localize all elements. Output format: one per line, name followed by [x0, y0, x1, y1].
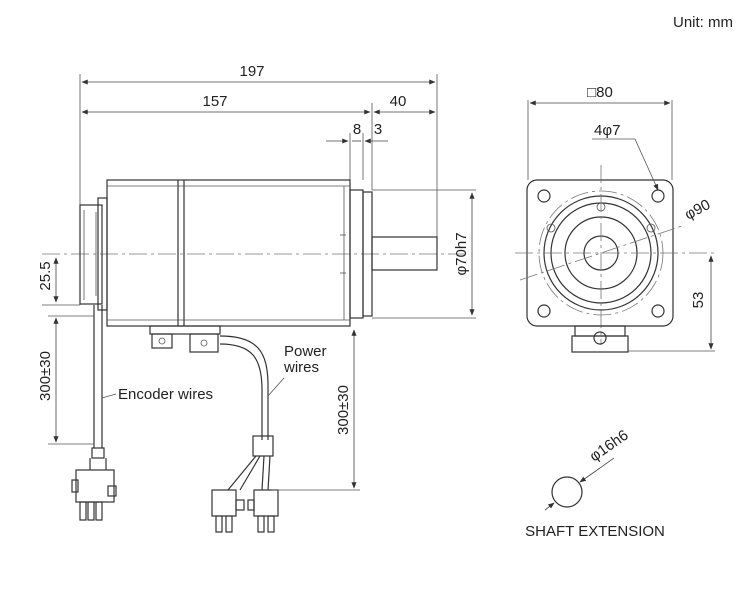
- power-wires-label-1: Power: [284, 343, 327, 360]
- shaft: [371, 236, 438, 271]
- encoder-cover: [79, 204, 103, 305]
- shaft-extension-view: φ16h6 SHAFT EXTENSION: [525, 427, 665, 540]
- dim-flange-thickness: 8: [353, 121, 361, 138]
- front-view: □80 4φ7 φ90 53: [515, 84, 715, 353]
- dim-power-lead: 300±30: [335, 385, 352, 435]
- dim-body-length: 157: [202, 93, 227, 110]
- encoder-wires-label: Encoder wires: [118, 386, 213, 403]
- dim-overall-length: 197: [239, 63, 264, 80]
- dim-shaft-height: 53: [690, 292, 707, 309]
- dim-encoder-offset: 25.5: [37, 261, 54, 290]
- shaft-extension-label: SHAFT EXTENSION: [525, 523, 665, 540]
- dim-bolt-circle: φ90: [682, 196, 713, 223]
- dim-encoder-lead: 300±30: [37, 351, 54, 401]
- dim-flange-square: □80: [587, 84, 613, 101]
- power-connector-1: [211, 489, 237, 517]
- dim-shaft-shoulder: 3: [374, 121, 382, 138]
- dim-shaft-length: 40: [390, 93, 407, 110]
- dim-pilot-diameter: φ70h7: [453, 232, 470, 275]
- dim-shaft-diameter: φ16h6: [587, 427, 632, 466]
- unit-label: Unit: mm: [673, 14, 733, 31]
- side-view: 197 157 40 8 3: [37, 63, 476, 533]
- shaft-section: [551, 476, 583, 508]
- power-connector-2: [253, 489, 279, 517]
- dim-mount-holes: 4φ7: [594, 122, 620, 139]
- motor-body: [106, 179, 351, 327]
- power-wires-label-2: wires: [283, 359, 319, 376]
